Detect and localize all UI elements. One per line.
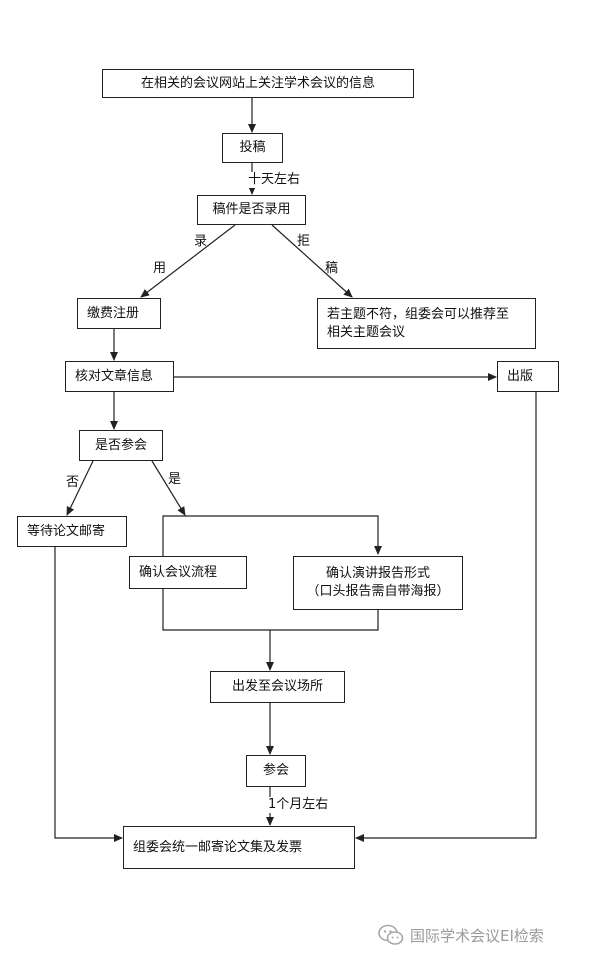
edge-attendq-wait — [66, 460, 94, 516]
label-ten-days: 十天左右 — [248, 172, 301, 188]
node-accepted-question: 稿件是否录用 — [197, 195, 306, 225]
node-confirm-report-line2: （口头报告需自带海报） — [306, 584, 450, 599]
node-reject-recommend: 若主题不符，组委会可以推荐至 相关主题会议 — [317, 298, 536, 349]
node-depart: 出发至会议场所 — [210, 671, 345, 703]
node-attention-label: 在相关的会议网站上关注学术会议的信息 — [140, 75, 375, 91]
edge-yes-bracket — [162, 515, 382, 556]
node-confirm-report: 确认演讲报告形式 （口头报告需自带海报） — [293, 556, 463, 610]
node-check-info-label: 核对文章信息 — [75, 368, 154, 384]
label-no: 否 — [66, 475, 80, 490]
node-final-mail: 组委会统一邮寄论文集及发票 — [123, 826, 355, 869]
node-reject-line1: 若主题不符，组委会可以推荐至 — [327, 306, 510, 322]
node-final-mail-label: 组委会统一邮寄论文集及发票 — [133, 839, 303, 855]
node-attend-label: 参会 — [262, 763, 289, 778]
label-reject-2: 稿 — [325, 261, 339, 276]
node-depart-label: 出发至会议场所 — [231, 679, 323, 694]
node-pay-register-label: 缴费注册 — [87, 305, 140, 321]
node-publish: 出版 — [497, 361, 559, 392]
label-one-month: 1个月左右 — [268, 797, 329, 813]
wechat-icon — [378, 924, 404, 946]
node-wait-mail-label: 等待论文邮寄 — [27, 523, 106, 539]
label-reject-1: 拒 — [297, 234, 311, 249]
node-confirm-report-line1: 确认演讲报告形式 — [325, 566, 430, 581]
watermark-text: 国际学术会议EI检索 — [410, 926, 544, 945]
node-wait-mail: 等待论文邮寄 — [17, 516, 127, 547]
node-confirm-process-label: 确认会议流程 — [139, 564, 218, 580]
node-attend-question-label: 是否参会 — [94, 437, 147, 453]
node-publish-label: 出版 — [507, 368, 534, 384]
node-pay-register: 缴费注册 — [77, 298, 161, 329]
watermark: 国际学术会议EI检索 — [378, 924, 544, 946]
node-accepted-question-label: 稿件是否录用 — [212, 202, 291, 217]
edge-accepted-reject — [271, 224, 353, 298]
node-submit-label: 投稿 — [239, 140, 266, 155]
node-check-info: 核对文章信息 — [65, 361, 174, 392]
label-accept-1: 录 — [194, 234, 208, 249]
node-confirm-process: 确认会议流程 — [129, 556, 247, 589]
node-attend-question: 是否参会 — [79, 430, 163, 461]
node-submit: 投稿 — [222, 133, 283, 163]
edge-wait-final — [54, 547, 123, 842]
edge-accepted-pay — [140, 224, 236, 298]
node-attend: 参会 — [246, 755, 306, 787]
label-accept-2: 用 — [153, 261, 167, 276]
edge-publish-final — [355, 392, 537, 842]
label-yes: 是 — [168, 472, 182, 487]
edge-attendq-yes — [151, 460, 186, 516]
node-attention: 在相关的会议网站上关注学术会议的信息 — [102, 69, 414, 98]
node-reject-line2: 相关主题会议 — [327, 324, 406, 340]
